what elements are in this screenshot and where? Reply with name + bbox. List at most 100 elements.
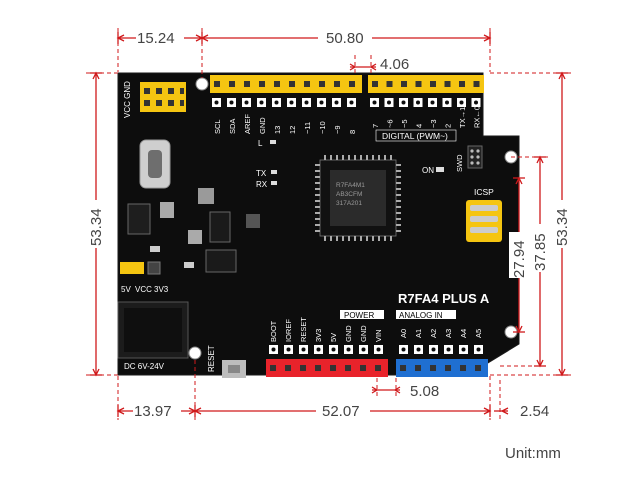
mount-hole (188, 346, 202, 360)
pin-pad-hole (244, 100, 249, 105)
pin-label: 8 (348, 130, 357, 134)
pin-pad-hole (286, 347, 291, 352)
header-pin (285, 365, 291, 371)
pin-label: BOOT (269, 320, 278, 342)
pin-pad-hole (376, 347, 381, 352)
header-pin (401, 81, 407, 87)
dim-right-inner-1: 27.94 (511, 240, 528, 278)
component (160, 202, 174, 218)
pin-pad-hole (416, 347, 421, 352)
pin-label: A4 (459, 329, 468, 338)
pin-label: VIN (374, 329, 383, 342)
icsp-header (466, 200, 502, 242)
chip-pin (366, 236, 368, 241)
header-pin (334, 81, 340, 87)
reset-button-icon (222, 360, 246, 378)
chip-pin (390, 236, 392, 241)
digital-label: DIGITAL (PWM~) (382, 131, 448, 141)
header-pin (319, 81, 325, 87)
chip-pin (366, 155, 368, 160)
pin-label: AREF (243, 114, 252, 134)
pin-label: 2 (444, 124, 453, 128)
dim-right-inner-2: 37.85 (532, 233, 549, 271)
chip-pin (315, 206, 320, 208)
pin-pad-hole (387, 100, 391, 105)
header-pin (349, 81, 355, 87)
chip-pin (396, 218, 401, 220)
header-pin (214, 81, 220, 87)
header-pin (259, 81, 265, 87)
pin-label: A1 (414, 329, 423, 338)
chip-pin (354, 155, 356, 160)
pin-label: ~3 (429, 119, 438, 128)
header-pin (330, 365, 336, 371)
analog-title: ANALOG IN (399, 311, 443, 320)
power-header (266, 359, 388, 377)
header-pin (475, 365, 481, 371)
chip-line-3: 317A201 (336, 200, 362, 207)
unit-label: Unit:mm (505, 445, 561, 462)
chip-pin (336, 236, 338, 241)
header-pin (430, 81, 436, 87)
chip-pin (360, 236, 362, 241)
pin-label: GND (359, 325, 368, 342)
component (188, 230, 202, 244)
chip-pin (396, 230, 401, 232)
dim-right-height: 53.34 (554, 208, 571, 246)
power-title: POWER (344, 311, 374, 320)
header-pin (372, 81, 378, 87)
header-pin (300, 365, 306, 371)
chip-line-2: AB3CFM (336, 191, 362, 198)
pin-label: 3V3 (314, 329, 323, 342)
pin-label: IOREF (284, 319, 293, 342)
pin-pad-hole (229, 100, 234, 105)
dc-barrel-jack (117, 301, 189, 359)
dim-bottom-right: 2.54 (520, 403, 549, 420)
pin-pad-hole (346, 347, 351, 352)
chip-pin (342, 236, 344, 241)
chip-pin (396, 176, 401, 178)
pin-label: ~11 (303, 122, 312, 134)
component (246, 214, 260, 228)
pin-pad-hole (446, 347, 451, 352)
dim-top-left: 15.24 (137, 30, 175, 47)
chip-pin (354, 236, 356, 241)
pin-label: 7 (371, 124, 380, 128)
chip-pin (315, 194, 320, 196)
pin-pad-hole (316, 347, 321, 352)
pin-pad-hole (334, 100, 339, 105)
chip-pin (315, 212, 320, 214)
pin-label: 13 (273, 126, 282, 134)
pin-label: A2 (429, 329, 438, 338)
pin-pad-hole (319, 100, 324, 105)
dim-left-height: 53.34 (88, 208, 105, 246)
header-pin (375, 365, 381, 371)
dim-top-main: 50.80 (326, 30, 364, 47)
pin-label: 4 (415, 124, 424, 128)
chip-pin (315, 188, 320, 190)
pin-pad-hole (259, 100, 264, 105)
voltage-5v-label: 5V (121, 285, 131, 294)
mcu-chip (319, 159, 397, 237)
chip-pin (378, 236, 380, 241)
header-top-left (210, 75, 362, 93)
pin-label: GND (258, 117, 267, 134)
chip-pin (396, 212, 401, 214)
pin-pad-hole (289, 100, 294, 105)
component (209, 211, 231, 243)
chip-pin (330, 236, 332, 241)
header-pin (244, 81, 250, 87)
chip-pin (348, 236, 350, 241)
pin-label: 12 (288, 126, 297, 134)
pin-pad-hole (401, 100, 406, 105)
header-pin (415, 81, 422, 87)
dim-bottom-pitch: 5.08 (410, 383, 439, 400)
voltage-select-jumper (120, 262, 144, 274)
vcc-gnd-label: VCC GND (123, 81, 132, 118)
chip-pin (330, 155, 332, 160)
analog-header (396, 359, 488, 377)
header-top-right (368, 75, 484, 93)
component (150, 246, 160, 252)
pin-pad-hole (459, 100, 464, 105)
